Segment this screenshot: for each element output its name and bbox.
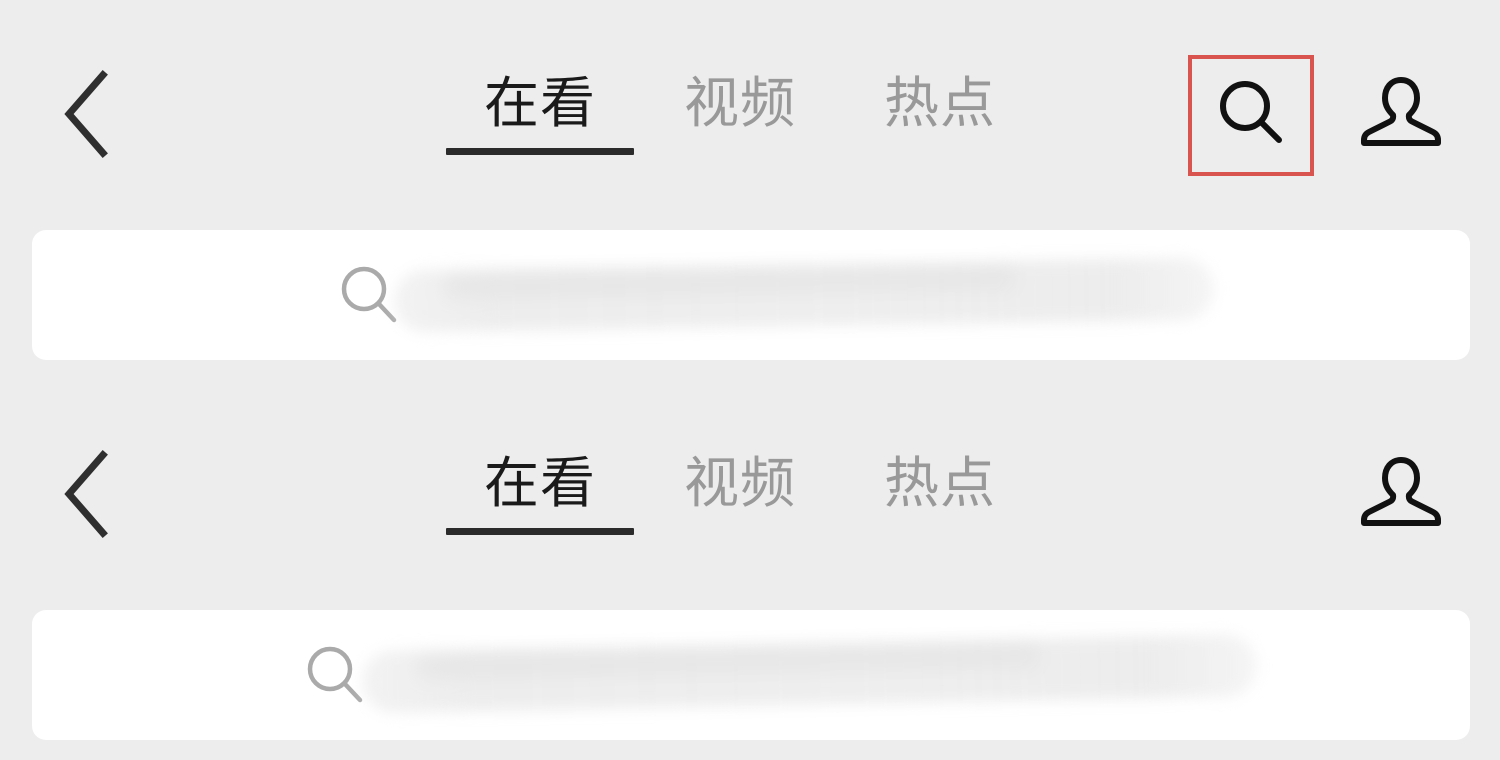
tab-label: 在看 [483,452,596,514]
search-bar-secondary[interactable] [32,610,1470,740]
search-icon [300,640,370,710]
tab-label: 热点 [883,452,996,514]
search-icon-button[interactable] [1188,55,1314,176]
profile-icon-button[interactable] [1346,438,1456,550]
nav-actions-primary [1150,0,1500,195]
chevron-left-icon [58,449,114,539]
tab-active-underline [446,528,634,535]
tab-active-underline [446,148,634,155]
tab-zaikan[interactable]: 在看 [440,60,640,155]
tab-redian[interactable]: 热点 [840,60,1040,136]
search-icon [1213,75,1289,156]
tab-redian[interactable]: 热点 [840,440,1040,516]
tab-label: 视频 [683,72,796,134]
tab-label: 热点 [883,72,996,134]
redacted-placeholder [361,634,1258,714]
tab-zaikan[interactable]: 在看 [440,440,640,535]
tab-shipin[interactable]: 视频 [640,60,840,136]
redacted-placeholder [393,257,1215,333]
tab-bar-secondary: 在看 视频 热点 [440,440,1040,570]
tab-label: 视频 [683,452,796,514]
back-button[interactable] [34,438,138,550]
search-bar-primary[interactable] [32,230,1470,360]
tab-shipin[interactable]: 视频 [640,440,840,516]
tab-bar-primary: 在看 视频 热点 [440,60,1040,190]
search-bar-content [32,230,1470,360]
profile-icon-button[interactable] [1346,58,1456,170]
user-icon [1359,454,1443,535]
chevron-left-icon [58,69,114,159]
user-icon [1359,74,1443,155]
search-icon [334,260,404,330]
back-button[interactable] [34,58,138,170]
nav-actions-secondary [1150,380,1500,575]
navigation-bar-secondary: 在看 视频 热点 [0,380,1500,575]
tab-label: 在看 [483,72,596,134]
search-bar-content [32,610,1470,740]
navigation-bar-primary: 在看 视频 热点 [0,0,1500,195]
